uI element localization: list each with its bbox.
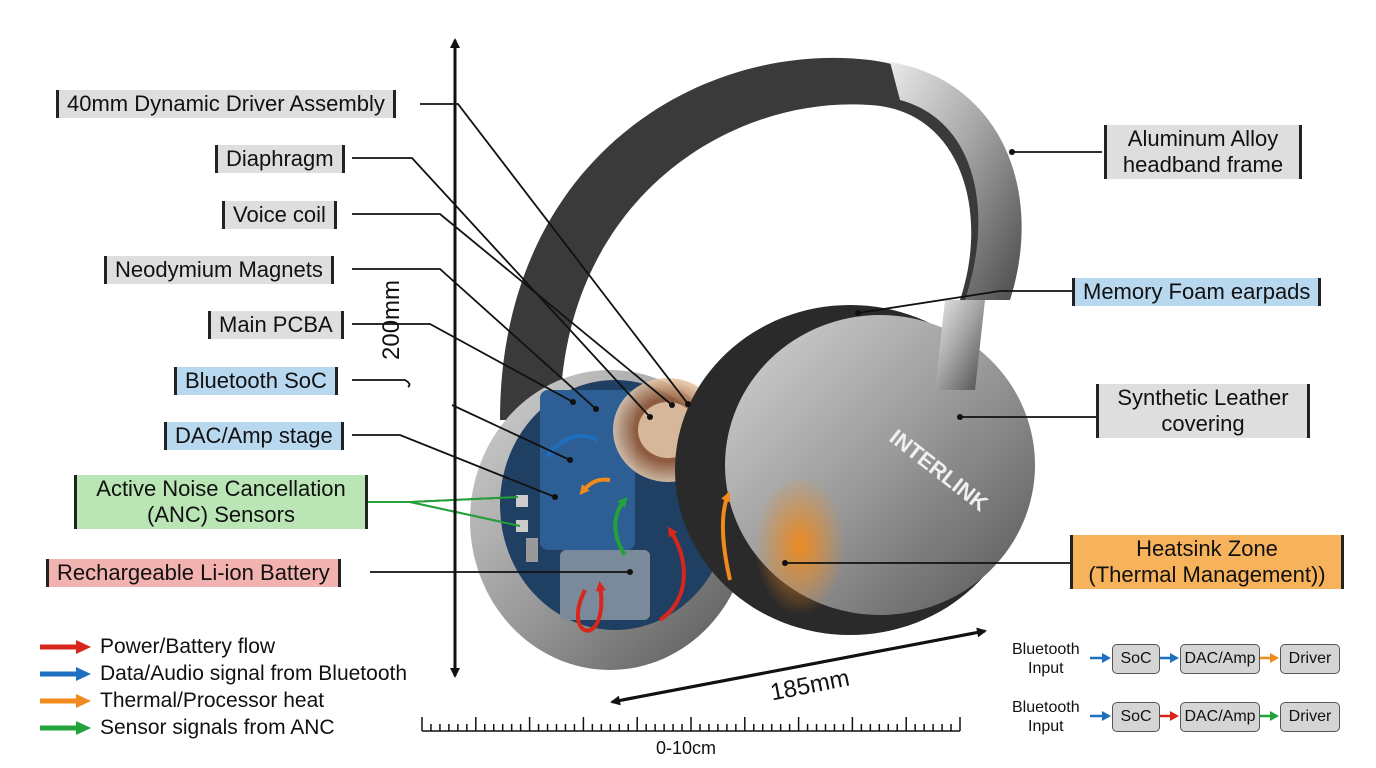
- flow-arrow-icon: [1160, 708, 1180, 729]
- legend-label: Thermal/Processor heat: [100, 689, 325, 712]
- flow-input-line2: Input: [1028, 660, 1064, 677]
- flow-input-line2: Input: [1028, 718, 1064, 735]
- label-driver-assembly: 40mm Dynamic Driver Assembly: [56, 90, 396, 118]
- label-bluetooth-soc: Bluetooth SoC: [174, 367, 338, 395]
- label-headband-line2: headband frame: [1122, 152, 1284, 177]
- label-pcba: Main PCBA: [208, 311, 344, 339]
- label-dac-amp: DAC/Amp stage: [164, 422, 344, 450]
- label-magnets: Neodymium Magnets: [104, 256, 334, 284]
- flow-box-driver: Driver: [1280, 644, 1340, 674]
- anc-connector-lines: [362, 496, 521, 527]
- flow-arrow-icon: [1090, 708, 1112, 729]
- flow-arrow-icon: [1160, 650, 1180, 671]
- legend-item: Sensor signals from ANC: [38, 715, 335, 741]
- legend-arrow-icon: [40, 694, 91, 708]
- headband: [500, 57, 1022, 420]
- legend-label: Power/Battery flow: [100, 635, 276, 658]
- label-heatsink-line1: Heatsink Zone: [1136, 536, 1278, 561]
- label-battery: Rechargeable Li-ion Battery: [46, 559, 341, 587]
- legend-arrow-icon: [40, 667, 91, 681]
- label-leather-covering: Synthetic Leather covering: [1096, 384, 1310, 438]
- label-heatsink-zone: Heatsink Zone (Thermal Management)): [1070, 535, 1344, 589]
- width-dimension-arrow-start: [610, 631, 976, 706]
- flow-box-driver: Driver: [1280, 702, 1340, 732]
- internal-flow-arrows: [545, 434, 732, 633]
- legend-item: Data/Audio signal from Bluetooth: [38, 661, 407, 687]
- flow-arrow-icon: [1260, 708, 1280, 729]
- flow-box-dac-amp: DAC/Amp: [1180, 702, 1260, 732]
- legend-item: Thermal/Processor heat: [38, 688, 324, 714]
- label-diaphragm: Diaphragm: [215, 145, 345, 173]
- legend-arrow-icon: [40, 721, 91, 735]
- legend-arrow-icon: [40, 640, 91, 654]
- label-anc-line1: Active Noise Cancellation: [96, 476, 346, 501]
- flow-input-line1: Bluetooth: [1012, 699, 1080, 716]
- legend-label: Data/Audio signal from Bluetooth: [100, 662, 408, 685]
- label-leather-line1: Synthetic Leather: [1117, 385, 1289, 410]
- ruler-label: 0-10cm: [656, 738, 717, 758]
- flow-box-soc: SoC: [1112, 702, 1160, 732]
- right-ear-cup: [675, 300, 1035, 635]
- label-heatsink-line2: (Thermal Management)): [1088, 562, 1326, 587]
- label-leather-line2: covering: [1161, 411, 1245, 436]
- label-anc-line2: (ANC) Sensors: [147, 502, 295, 527]
- flow-arrow-icon: [1260, 650, 1280, 671]
- ruler: [421, 717, 961, 732]
- flow-box-dac-amp: DAC/Amp: [1180, 644, 1260, 674]
- label-headband-frame: Aluminum Alloy headband frame: [1104, 125, 1302, 179]
- flow-box-soc: SoC: [1112, 644, 1160, 674]
- label-earpads: Memory Foam earpads: [1072, 278, 1322, 306]
- flow-input-line1: Bluetooth: [1012, 641, 1080, 658]
- flow-arrow-icon: [1090, 650, 1112, 671]
- leader-dots: [552, 149, 1015, 575]
- label-headband-line1: Aluminum Alloy: [1127, 126, 1279, 151]
- label-voice-coil: Voice coil: [222, 201, 337, 229]
- height-dimension-label: 200mm: [378, 279, 405, 360]
- label-anc-sensors: Active Noise Cancellation (ANC) Sensors: [74, 475, 368, 529]
- legend-item: Power/Battery flow: [38, 634, 275, 660]
- legend-label: Sensor signals from ANC: [100, 716, 335, 739]
